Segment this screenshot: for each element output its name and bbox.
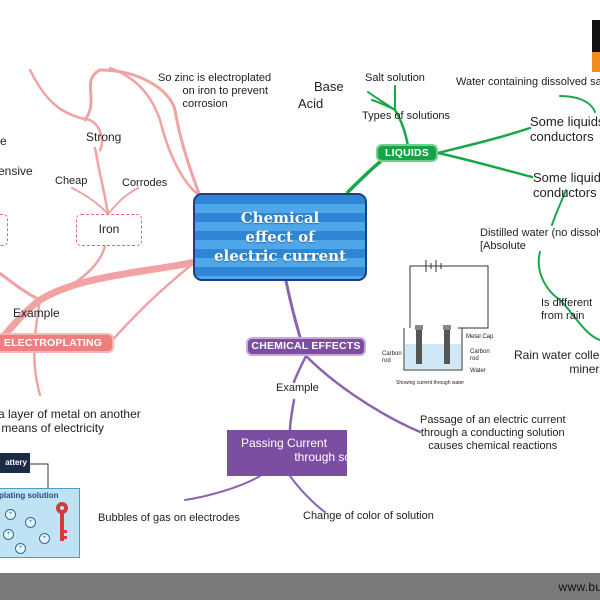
acid-label: Acid [298,96,324,111]
some-liquids-conductors-2: Some liquid conductors [533,170,600,200]
rain-water-label: Rain water collects minerals [514,348,600,376]
cheap-label: Cheap [55,175,88,187]
chemical-effects-definition: Passage of an electric current through a… [420,414,566,452]
central-topic-title: Chemical effect of electric current [213,208,347,265]
electroplating-definition: a layer of metal on another means of ele… [0,407,141,435]
water-dissolved-salts-label: Water containing dissolved salts [456,76,600,88]
corrodes-label: Corrodes [122,177,168,189]
central-topic[interactable]: Chemical effect of electric current [193,193,367,281]
electroplating-example-label: Example [13,306,60,320]
chemical-effects-example-label: Example [276,382,319,394]
salt-solution-label: Salt solution [365,72,425,84]
ion-icon: + [39,533,50,544]
brand-logo-icon [592,20,600,72]
change-color-label: Change of color of solution [303,510,434,522]
carbon-rod-left-label: Carbon rod [382,351,402,364]
chemical-effects-branch-label[interactable]: CHEMICAL EFFECTS [246,337,366,356]
ion-icon: + [5,509,16,520]
liquids-branch-label[interactable]: LIQUIDS [376,144,438,162]
water-label: Water [470,368,486,374]
passing-current-box[interactable]: Passing Current through so [227,430,347,476]
metal-node-partial[interactable] [0,214,8,246]
types-of-solutions-label: Types of solutions [362,110,451,122]
iron-node[interactable]: Iron [76,214,142,246]
key-icon [56,502,68,541]
ion-icon: + [15,543,26,554]
footer-bar: www.but [0,573,600,600]
plating-tank-illustration: plating solution + + + + + [0,488,80,558]
zinc-note-label: So zinc is electroplated on iron to prev… [158,72,272,110]
plating-solution-label: plating solution [0,491,59,500]
bubbles-label: Bubbles of gas on electrodes [98,512,240,524]
strong-label: Strong [86,130,122,144]
conductivity-apparatus-illustration [403,260,489,371]
footer-website-link[interactable]: www.but [558,580,600,594]
partial-label-ensive: ensive [0,164,33,178]
distilled-water-label: Distilled water (no dissolve [Absolute [480,227,600,252]
ion-icon: + [25,517,36,528]
battery-wire [28,463,49,490]
ion-icon: + [3,529,14,540]
partial-label-e: e [0,134,7,148]
battery-illustration: attery [0,453,30,473]
is-different-label: Is different from rain [541,297,593,322]
apparatus-caption: Showing current through water [396,380,465,386]
some-liquids-conductors-1: Some liquids conductors [530,114,600,144]
electroplating-branch-label[interactable]: ELECTROPLATING [0,333,114,353]
base-label: Base [314,79,344,94]
metal-cap-label: Metal Cap [466,334,494,340]
carbon-rod-right-label: Carbon rod [470,349,490,362]
